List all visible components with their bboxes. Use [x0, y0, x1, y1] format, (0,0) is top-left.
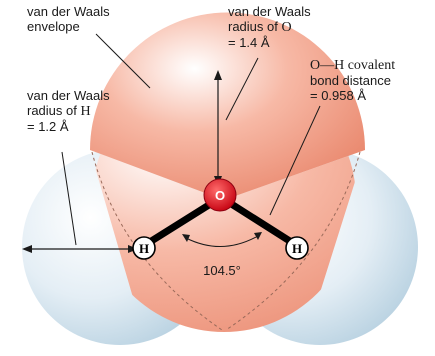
hydrogen-atom-left — [132, 236, 156, 260]
envelope-label-line1: van der Waals — [27, 4, 110, 19]
bond-right — [218, 194, 300, 249]
bond-left — [141, 194, 224, 249]
radius-h-label-line3: = 1.2 Å — [27, 119, 69, 134]
envelope-label-line2: envelope — [27, 19, 80, 34]
overlap-boundary-right — [225, 151, 361, 331]
bond-distance-label: O—H covalent bond distance = 0.958 Å — [310, 58, 395, 103]
envelope-leader-line — [95, 33, 151, 89]
radius-h-label: van der Waals radius of H = 1.2 Å — [27, 88, 110, 134]
hydrogen-atom-right-label: H — [292, 241, 302, 256]
radius-h-label-line2: radius of H — [27, 103, 91, 119]
hydrogen-atom-right — [285, 236, 309, 260]
radius-h-label-line1: van der Waals — [27, 88, 110, 103]
radius-o-label-line2: radius of O — [228, 19, 292, 35]
radius-o-leader-line — [225, 57, 259, 121]
radius-o-label-line1: van der Waals — [228, 4, 311, 19]
radius-o-label: van der Waals radius of O = 1.4 Å — [228, 4, 311, 50]
oxygen-sphere-cap — [90, 12, 365, 201]
bond-distance-label-line2: bond distance — [310, 73, 391, 88]
bond-leader-line — [269, 105, 321, 216]
radius-o-label-line3: = 1.4 Å — [228, 35, 270, 50]
oxygen-atom — [203, 178, 237, 212]
bond-angle-label: 104.5° — [203, 263, 241, 278]
bond-angle-arc — [185, 235, 259, 247]
envelope-label: van der Waals envelope — [27, 4, 110, 34]
hydrogen-atom-left-label: H — [139, 241, 149, 256]
bond-distance-label-line3: = 0.958 Å — [310, 88, 367, 103]
oxygen-atom-label: O — [215, 188, 225, 203]
radius-h-leader-line — [61, 151, 77, 246]
bond-distance-label-line1: O—H covalent — [310, 58, 396, 73]
